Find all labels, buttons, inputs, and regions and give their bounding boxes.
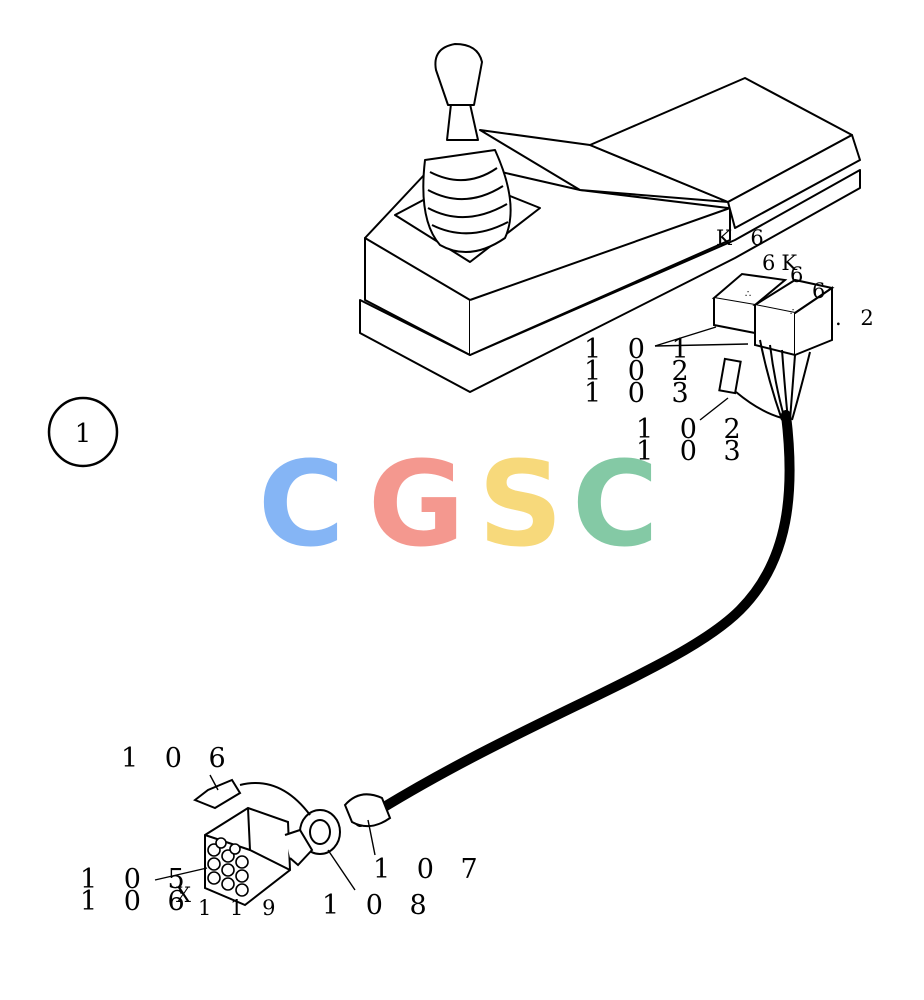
callout-103b: 1 0 3 bbox=[636, 436, 750, 467]
callout-6k: 6K bbox=[762, 251, 803, 275]
watermark-letter-g: G bbox=[368, 435, 465, 573]
callout-119: 1 1 9 bbox=[198, 896, 281, 920]
callout-102a: 1 0 2 bbox=[584, 356, 698, 387]
callout-k6: K 6 bbox=[716, 226, 770, 250]
callout-101: 1 0 1 bbox=[584, 334, 698, 365]
watermark-letter-s: S bbox=[478, 435, 563, 573]
svg-text:∴: ∴ bbox=[745, 289, 751, 300]
callout-107: 1 0 7 bbox=[373, 854, 487, 885]
callout-108: 1 0 8 bbox=[322, 890, 436, 921]
connector-pin-faces bbox=[207, 837, 249, 897]
watermark-letter-c1: C bbox=[258, 435, 345, 573]
figure-number: 1 bbox=[75, 419, 92, 449]
callout-105: 1 0 5 bbox=[80, 864, 194, 895]
callout-6a: 6 bbox=[790, 263, 809, 287]
callout-6b: 6 bbox=[812, 279, 831, 303]
callout-x: X bbox=[176, 883, 197, 907]
callout-labels: K 6 6K 6 6 . 2 1 0 1 1 0 2 1 0 3 1 0 2 1… bbox=[80, 226, 880, 921]
callout-106-bottom: 1 0 6 bbox=[80, 886, 194, 917]
cgsc-watermark: C G S C bbox=[258, 435, 659, 573]
main-harness-cable bbox=[355, 410, 795, 827]
callout-102b: 1 0 2 bbox=[636, 414, 750, 445]
leader-lines bbox=[154, 326, 749, 891]
svg-text:∴: ∴ bbox=[790, 307, 796, 318]
callout-dot2: . 2 bbox=[835, 306, 880, 330]
top-connector-block: ∴ ∴ bbox=[711, 272, 835, 395]
callout-103a: 1 0 3 bbox=[584, 378, 698, 409]
joystick-console bbox=[359, 43, 861, 393]
callout-106-top: 1 0 6 bbox=[121, 743, 235, 774]
figure-number-badge: 1 bbox=[47, 396, 119, 468]
watermark-letter-c2: C bbox=[572, 435, 659, 573]
